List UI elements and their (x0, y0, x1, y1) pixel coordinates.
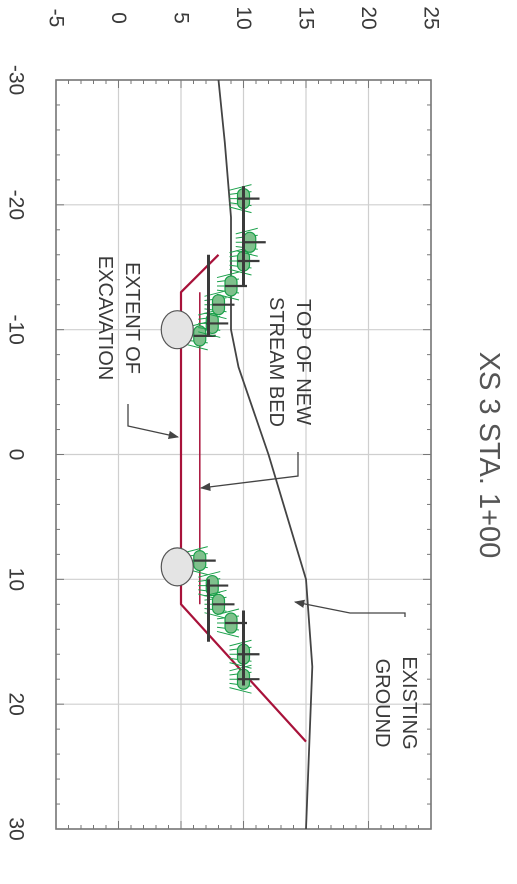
boulder (160, 547, 194, 587)
existing-ground-line-2: GROUND (371, 659, 393, 748)
plant-sprig (229, 184, 252, 191)
plant-sprig (198, 571, 221, 578)
plant-sprig (235, 227, 258, 235)
stream-bed-line-1: TOP OF NEW (292, 299, 314, 425)
x-tick-label: -20 (5, 190, 28, 220)
x-tick-label: 10 (5, 568, 28, 591)
vegetation-cluster (185, 546, 216, 576)
plant-sprig (229, 664, 252, 672)
section-title: XS 3 STA. 1+00 (473, 352, 505, 559)
existing-ground-label: EXISTING GROUND (371, 656, 420, 749)
plant-sprig (229, 662, 252, 669)
plot-frame (55, 79, 432, 830)
x-tick-label: 30 (5, 817, 28, 840)
plant-sprig (216, 271, 240, 279)
stream-bed-label: TOP OF NEW STREAM BED (265, 297, 314, 427)
plant-sprig (229, 687, 252, 694)
x-tick-label: 0 (5, 449, 28, 461)
boulder-layer (160, 310, 194, 587)
y-tick-label: 10 (232, 6, 255, 29)
plant-sprig (235, 250, 258, 257)
vegetation-cluster (216, 608, 247, 638)
y-tick-label: 25 (420, 6, 443, 29)
vegetation-cluster (216, 271, 247, 301)
excavation-line-2: EXCAVATION (94, 256, 116, 380)
y-tick-label: 15 (295, 6, 318, 29)
vegetation-cluster (198, 571, 229, 601)
excavation-label: EXTENT OF EXCAVATION (94, 256, 143, 380)
plant-sprig (229, 268, 252, 276)
excavation-leader (127, 404, 180, 440)
plant-sprig (229, 206, 252, 214)
excavation-line-1: EXTENT OF (121, 262, 143, 374)
x-tick-label: -30 (5, 65, 28, 95)
y-tick-label: -5 (45, 9, 68, 28)
callout-leaders (127, 404, 406, 617)
plant-sprig (216, 608, 240, 616)
vegetation-cluster (235, 227, 266, 257)
existing-ground-leader (293, 599, 406, 617)
stream-bed-line-2: STREAM BED (265, 297, 287, 427)
existing-ground-line (217, 79, 314, 830)
y-tick-label: 0 (107, 12, 130, 24)
plant-sprig (185, 546, 208, 553)
plant-sprig (185, 343, 208, 351)
y-tick-label: 20 (357, 6, 380, 29)
plant-sprig (216, 630, 240, 638)
y-tick-label: 5 (170, 12, 193, 24)
boulder (160, 310, 194, 350)
x-tick-label: -10 (5, 314, 28, 344)
existing-ground-line-1: EXISTING (398, 656, 420, 749)
vegetation-layer (185, 184, 266, 694)
axis-tick-labels: -5 0 5 10 15 20 25 -30 -20 -10 0 10 20 30 (5, 6, 443, 840)
vegetation-cluster (198, 308, 229, 338)
plant-sprig (229, 639, 252, 647)
x-tick-label: 20 (5, 692, 28, 715)
stream-bed-leader (199, 452, 299, 491)
plant-sprig (216, 293, 240, 301)
